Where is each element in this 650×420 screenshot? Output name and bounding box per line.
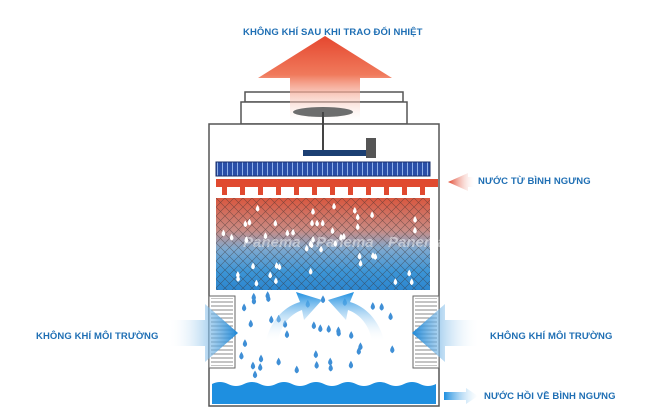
label-outlet-water: NƯỚC HỒI VỀ BÌNH NGƯNG xyxy=(484,391,616,402)
water-droplet xyxy=(333,239,338,247)
water-droplet xyxy=(236,274,240,282)
water-droplet xyxy=(239,351,244,360)
water-droplet xyxy=(247,218,252,226)
water-droplet xyxy=(341,232,346,240)
water-droplet xyxy=(265,291,270,300)
water-droplet xyxy=(357,252,362,260)
water-droplet xyxy=(348,360,354,369)
water-droplet xyxy=(308,267,313,275)
water-droplet xyxy=(379,302,384,311)
water-droplet xyxy=(274,262,279,269)
water-droplet xyxy=(370,302,375,310)
water-droplet xyxy=(285,229,290,237)
water-droplet xyxy=(320,295,326,304)
water-droplet xyxy=(370,211,374,219)
water-droplet xyxy=(243,220,248,228)
water-droplet xyxy=(254,279,259,287)
svg-text:Panema: Panema xyxy=(388,234,446,251)
fan-motor xyxy=(303,138,376,158)
water-droplet xyxy=(248,319,253,328)
water-droplet xyxy=(269,315,274,324)
label-inlet-water: NƯỚC TỪ BÌNH NGƯNG xyxy=(478,176,591,187)
water-droplet xyxy=(229,233,234,241)
water-droplet xyxy=(390,345,395,354)
ambient-air-arrow-left xyxy=(168,304,238,362)
water-droplet xyxy=(313,350,318,359)
water-droplet xyxy=(326,324,331,333)
water-droplet xyxy=(358,259,363,267)
water-droplet xyxy=(358,342,363,351)
water-droplet xyxy=(258,363,263,371)
water-droplet xyxy=(413,215,417,223)
water-droplet xyxy=(319,245,323,253)
water-droplet xyxy=(355,213,360,221)
ambient-air-arrow-right xyxy=(412,304,480,362)
label-ambient-air-right: KHÔNG KHÍ MÔI TRƯỜNG xyxy=(490,331,613,342)
water-droplet xyxy=(349,331,354,339)
water-droplet xyxy=(328,363,333,372)
fan-icon xyxy=(293,107,353,150)
water-droplet xyxy=(352,206,357,214)
water-droplet xyxy=(263,232,268,240)
water-droplet xyxy=(311,321,316,330)
water-droplet xyxy=(255,204,260,212)
water-droplet xyxy=(251,296,257,305)
water-droplet xyxy=(251,262,255,270)
water-droplet xyxy=(308,240,313,248)
label-exhaust-air: KHÔNG KHÍ SAU KHI TRAO ĐỔI NHIỆT xyxy=(243,27,423,38)
water-droplet xyxy=(355,223,360,231)
spray-header-pipe xyxy=(216,179,438,195)
svg-text:Panema: Panema xyxy=(243,234,301,251)
water-droplet xyxy=(304,244,309,252)
water-droplet xyxy=(221,229,226,237)
svg-text:Panema: Panema xyxy=(316,234,374,251)
water-droplet xyxy=(277,263,282,271)
water-droplet xyxy=(409,278,414,286)
water-droplet xyxy=(244,236,249,244)
water-droplet xyxy=(407,269,412,277)
outlet-water-arrow xyxy=(444,388,478,404)
label-ambient-air-left: KHÔNG KHÍ MÔI TRƯỜNG xyxy=(36,331,159,342)
water-droplet xyxy=(294,365,299,374)
water-droplet xyxy=(311,208,315,215)
water-droplet xyxy=(242,339,248,348)
water-droplet xyxy=(339,233,343,241)
fill-media xyxy=(216,198,430,290)
water-droplet xyxy=(371,252,375,259)
water-droplet xyxy=(273,219,278,227)
water-droplet xyxy=(332,202,336,210)
water-droplet xyxy=(311,235,315,243)
water-droplet xyxy=(310,219,314,227)
water-droplet xyxy=(274,277,278,285)
water-droplet xyxy=(250,361,256,370)
water-droplet xyxy=(330,227,335,235)
water-droplet xyxy=(315,219,319,227)
water-droplet xyxy=(393,278,398,286)
water-droplet xyxy=(413,226,417,234)
water-droplet xyxy=(320,219,325,227)
water-droplet xyxy=(314,360,319,369)
water-droplet xyxy=(268,271,273,279)
water-droplet xyxy=(291,228,295,236)
drift-eliminator xyxy=(215,161,431,177)
cold-water-basin xyxy=(212,382,436,404)
rising-air-arrow-left xyxy=(266,292,322,342)
water-droplet xyxy=(258,354,264,363)
exhaust-air-arrow xyxy=(258,36,392,122)
water-droplet xyxy=(241,303,247,312)
watermark: Panema Panema Panema xyxy=(243,234,446,251)
water-droplet xyxy=(252,370,258,379)
water-droplet xyxy=(388,312,393,321)
water-droplet xyxy=(276,357,281,366)
water-droplet xyxy=(284,330,290,339)
water-droplet xyxy=(336,328,341,337)
water-droplet xyxy=(318,324,323,333)
inlet-water-arrow xyxy=(448,173,474,191)
rising-air-arrow-right xyxy=(328,292,384,342)
water-droplet xyxy=(328,357,333,366)
